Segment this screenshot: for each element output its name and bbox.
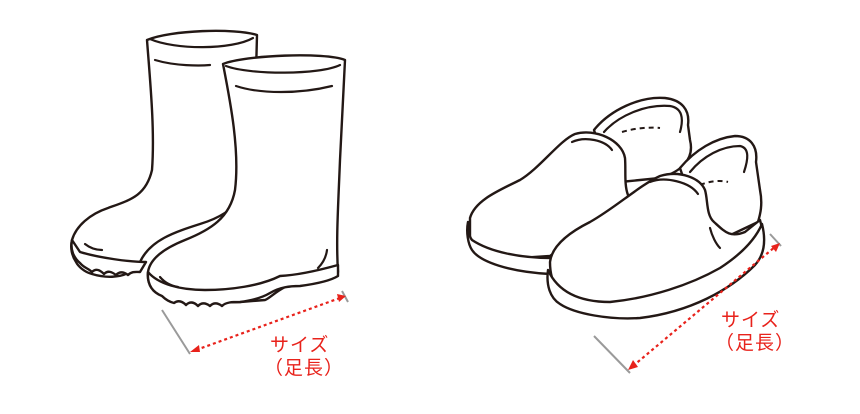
front-boot: [146, 54, 347, 308]
measure-dotted-line: [632, 245, 777, 367]
measure-dotted-line: [195, 296, 341, 352]
back-boot: [70, 29, 259, 278]
size-label-line1: サイズ: [721, 309, 781, 331]
arrow-right-icon: [337, 294, 346, 302]
shoe-size-measure: [593, 233, 782, 374]
size-label-line1: サイズ: [270, 334, 330, 356]
rain-boots-illustration: [70, 29, 349, 355]
slip-on-shoes-illustration: [466, 96, 782, 374]
arrow-right-icon: [771, 243, 780, 252]
size-label-line2: （足長）: [264, 357, 345, 379]
shoe-size-label: サイズ （足長）: [715, 309, 795, 355]
size-label-line2: （足長）: [715, 332, 796, 354]
measure-tick-heel: [593, 335, 631, 374]
measure-tick-heel: [161, 309, 191, 355]
boot-size-label: サイズ （足長）: [264, 334, 344, 380]
arrow-left-icon: [628, 360, 638, 370]
boot-size-measure: [161, 290, 349, 355]
front-shoe: [546, 134, 766, 320]
arrow-left-icon: [190, 345, 200, 352]
